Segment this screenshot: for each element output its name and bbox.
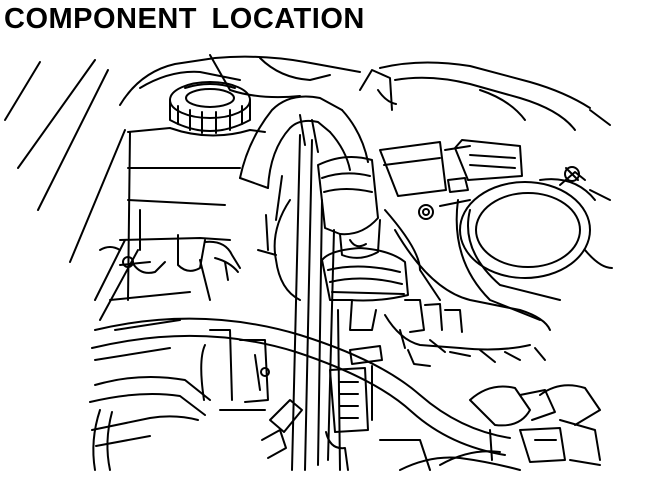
left-fender-lines	[5, 60, 138, 320]
electrical-connector	[318, 157, 408, 300]
lower-hoses	[90, 319, 520, 470]
wiring-harness	[258, 135, 382, 470]
firewall-outline	[120, 55, 610, 130]
throttle-body-air-duct	[440, 167, 612, 320]
air-cleaner-housing	[360, 70, 550, 366]
radiator-cap	[170, 82, 250, 133]
fasteners	[100, 247, 302, 458]
lower-right-connectors	[470, 385, 600, 465]
engine-compartment-illustration	[0, 40, 672, 478]
engine-block	[95, 128, 269, 410]
upper-radiator-hose	[240, 97, 368, 189]
page-title: COMPONENT LOCATION	[4, 3, 365, 35]
